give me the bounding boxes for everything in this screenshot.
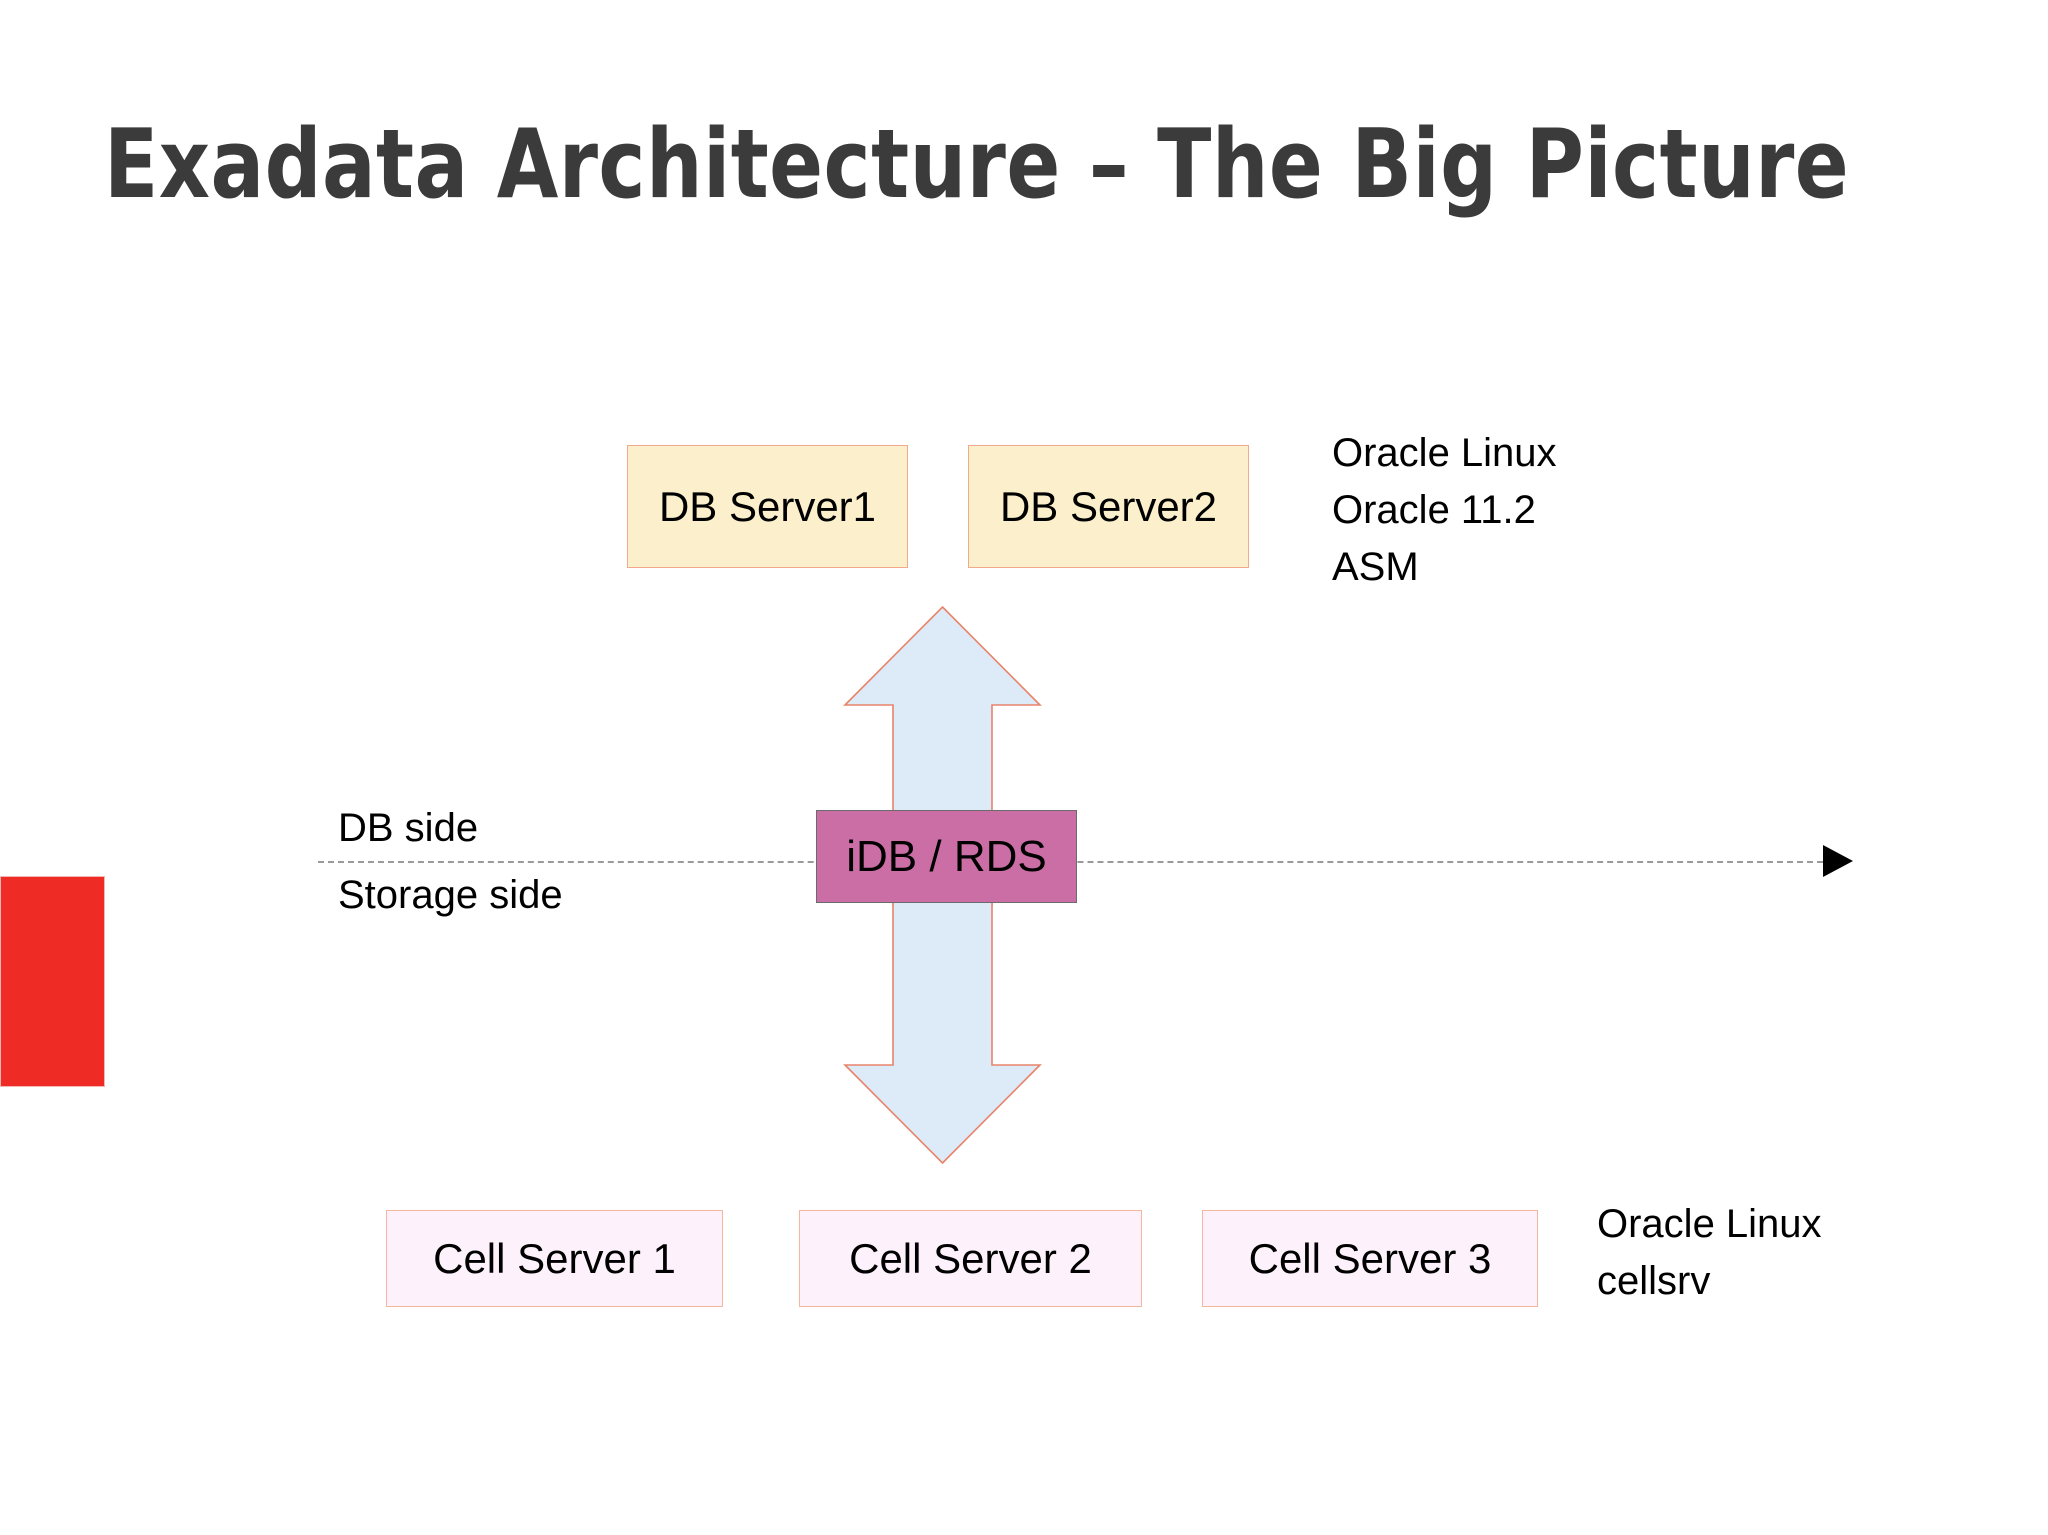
cell-server-2-box[interactable]: Cell Server 2 bbox=[799, 1210, 1142, 1307]
cell-annotation-line-2: cellsrv bbox=[1597, 1258, 1711, 1303]
db-server-1-box[interactable]: DB Server1 bbox=[627, 445, 908, 568]
red-accent-marker bbox=[0, 876, 105, 1087]
db-annotation-line-2: Oracle 11.2 bbox=[1332, 487, 1536, 532]
idb-rds-badge[interactable]: iDB / RDS bbox=[816, 810, 1077, 903]
db-side-label: DB side bbox=[338, 806, 479, 850]
cell-annotation-line-1: Oracle Linux bbox=[1597, 1202, 1822, 1246]
db-annotation-line-3: ASM bbox=[1332, 544, 1419, 589]
cell-server-1-label: Cell Server 1 bbox=[433, 1234, 676, 1282]
storage-side-label: Storage side bbox=[338, 873, 563, 917]
cell-server-1-box[interactable]: Cell Server 1 bbox=[386, 1210, 723, 1307]
arrow-down-icon bbox=[843, 864, 1042, 1165]
cell-server-3-label: Cell Server 3 bbox=[1248, 1234, 1492, 1282]
db-server-1-label: DB Server1 bbox=[658, 482, 877, 530]
db-tier-annotation: Oracle Linux Oracle 11.2 ASM bbox=[1332, 425, 1557, 595]
db-server-2-label: DB Server2 bbox=[999, 482, 1218, 530]
storage-tier-annotation: Oracle Linux cellsrv bbox=[1597, 1196, 1822, 1310]
cell-server-3-box[interactable]: Cell Server 3 bbox=[1202, 1210, 1538, 1307]
db-server-2-box[interactable]: DB Server2 bbox=[968, 445, 1249, 568]
page-title: Exadata Architecture – The Big Picture bbox=[104, 110, 1850, 220]
cell-server-2-label: Cell Server 2 bbox=[849, 1234, 1092, 1282]
db-annotation-line-1: Oracle Linux bbox=[1332, 431, 1557, 475]
idb-rds-label: iDB / RDS bbox=[846, 831, 1047, 881]
arrowhead-right-icon bbox=[1823, 845, 1853, 877]
